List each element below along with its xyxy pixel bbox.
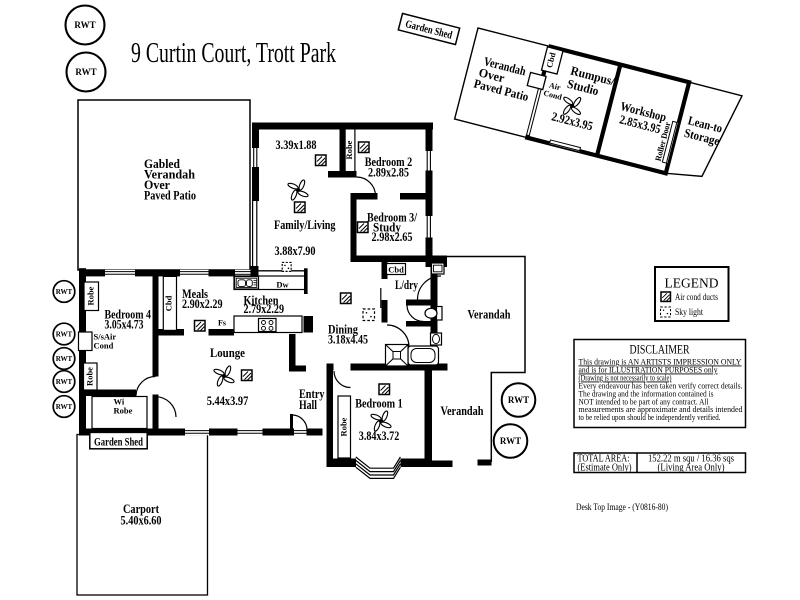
svg-text:S/sAir: S/sAir <box>94 332 117 342</box>
svg-text:Air: Air <box>548 81 562 93</box>
svg-text:RWT: RWT <box>74 20 95 30</box>
svg-text:9 Curtin Court, Trott Park: 9 Curtin Court, Trott Park <box>131 38 336 69</box>
svg-text:5.40x6.60: 5.40x6.60 <box>121 514 162 528</box>
svg-text:Bedroom 4: Bedroom 4 <box>105 308 152 322</box>
svg-text:3.88x7.90: 3.88x7.90 <box>275 244 316 258</box>
svg-text:2.98x2.65: 2.98x2.65 <box>372 230 413 244</box>
svg-text:Bedroom 2: Bedroom 2 <box>365 155 413 169</box>
svg-text:Dw: Dw <box>276 280 289 290</box>
svg-text:Garden Shed: Garden Shed <box>94 437 143 449</box>
svg-text:LEGEND: LEGEND <box>665 276 719 291</box>
svg-text:Robe: Robe <box>114 406 133 416</box>
svg-text:Gabled: Gabled <box>144 157 180 171</box>
svg-text:Desk Top Image - (Y0816-80): Desk Top Image - (Y0816-80) <box>576 502 668 512</box>
svg-text:This drawing is AN ARTISTS IMP: This drawing is AN ARTISTS IMPRESSION ON… <box>579 357 742 367</box>
svg-text:Robe: Robe <box>85 367 95 386</box>
svg-text:measurements are approximate a: measurements are approximate and details… <box>579 404 744 414</box>
svg-text:Family/Living: Family/Living <box>274 218 336 232</box>
svg-text:2.89x2.85: 2.89x2.85 <box>368 166 409 180</box>
svg-text:(Estimate Only): (Estimate Only) <box>578 463 632 474</box>
svg-text:2.79x2.29: 2.79x2.29 <box>244 302 285 316</box>
svg-text:RWT: RWT <box>56 355 73 363</box>
svg-text:Wi: Wi <box>114 397 125 407</box>
svg-text:Air cond ducts: Air cond ducts <box>675 293 718 303</box>
svg-text:L/dry: L/dry <box>395 278 419 292</box>
svg-text:5.44x3.97: 5.44x3.97 <box>207 394 249 408</box>
svg-text:Paved Patio: Paved Patio <box>144 189 196 203</box>
svg-text:DISCLAIMER: DISCLAIMER <box>630 343 691 357</box>
svg-text:Bedroom 1: Bedroom 1 <box>355 397 403 411</box>
svg-text:Verandah: Verandah <box>144 168 195 182</box>
svg-text:RWT: RWT <box>56 288 73 296</box>
svg-text:Every endeavour has been taken: Every endeavour has been taken verify co… <box>579 381 743 391</box>
svg-text:Cond: Cond <box>94 341 114 351</box>
svg-text:152.22 m squ / 16.36 sqs: 152.22 m squ / 16.36 sqs <box>648 453 734 464</box>
svg-text:Robe: Robe <box>344 140 354 159</box>
svg-text:The drawing and the informatio: The drawing and the information containe… <box>579 389 715 399</box>
svg-text:3.84x3.72: 3.84x3.72 <box>359 429 400 443</box>
svg-text:Carport: Carport <box>123 502 160 516</box>
svg-text:Study: Study <box>373 221 402 235</box>
svg-text:Hall: Hall <box>299 398 317 412</box>
svg-text:Bedroom 3/: Bedroom 3/ <box>367 211 417 225</box>
svg-text:NOT intended to be part of any: NOT intended to be part of any contract.… <box>579 396 710 406</box>
svg-text:Robe: Robe <box>339 417 349 436</box>
svg-text:RWT: RWT <box>75 67 96 77</box>
svg-text:Robe: Robe <box>86 286 96 305</box>
svg-text:Cbd: Cbd <box>164 295 174 311</box>
svg-text:RWT: RWT <box>508 395 529 405</box>
svg-text:Lounge: Lounge <box>210 346 245 360</box>
svg-text:Over: Over <box>477 65 506 85</box>
svg-text:Verandah: Verandah <box>441 404 484 418</box>
svg-text:RWT: RWT <box>56 331 73 339</box>
svg-text:Over: Over <box>144 178 170 192</box>
svg-text:and is for ILLUSTRATION PURPOS: and is for ILLUSTRATION PURPOSES only <box>579 365 719 375</box>
svg-text:Dining: Dining <box>328 323 359 337</box>
svg-text:Sky light: Sky light <box>675 308 703 318</box>
svg-text:(Drawing is not necessarily to: (Drawing is not necessarily to scale) <box>579 373 672 383</box>
svg-text:Verandah: Verandah <box>468 308 511 322</box>
svg-text:RWT: RWT <box>56 378 73 386</box>
svg-text:2.90x2.29: 2.90x2.29 <box>182 297 223 311</box>
svg-text:Kitchen: Kitchen <box>244 294 279 308</box>
svg-text:Cbd: Cbd <box>388 265 404 275</box>
svg-text:3.39x1.88: 3.39x1.88 <box>276 138 317 152</box>
svg-text:Fs: Fs <box>218 319 226 328</box>
svg-text:RWT: RWT <box>500 436 521 446</box>
svg-text:Cbd: Cbd <box>544 51 558 69</box>
svg-text:Meals: Meals <box>182 287 208 301</box>
svg-text:TOTAL AREA:: TOTAL AREA: <box>578 453 630 464</box>
svg-text:Entry: Entry <box>299 387 325 401</box>
svg-text:3.18x4.45: 3.18x4.45 <box>328 333 368 347</box>
svg-text:RWT: RWT <box>56 403 73 411</box>
svg-text:(Living Area Only): (Living Area Only) <box>658 463 725 474</box>
svg-text:to be relied upon should be in: to be relied upon should be independentl… <box>579 412 721 422</box>
svg-text:3.05x4.73: 3.05x4.73 <box>105 318 144 332</box>
